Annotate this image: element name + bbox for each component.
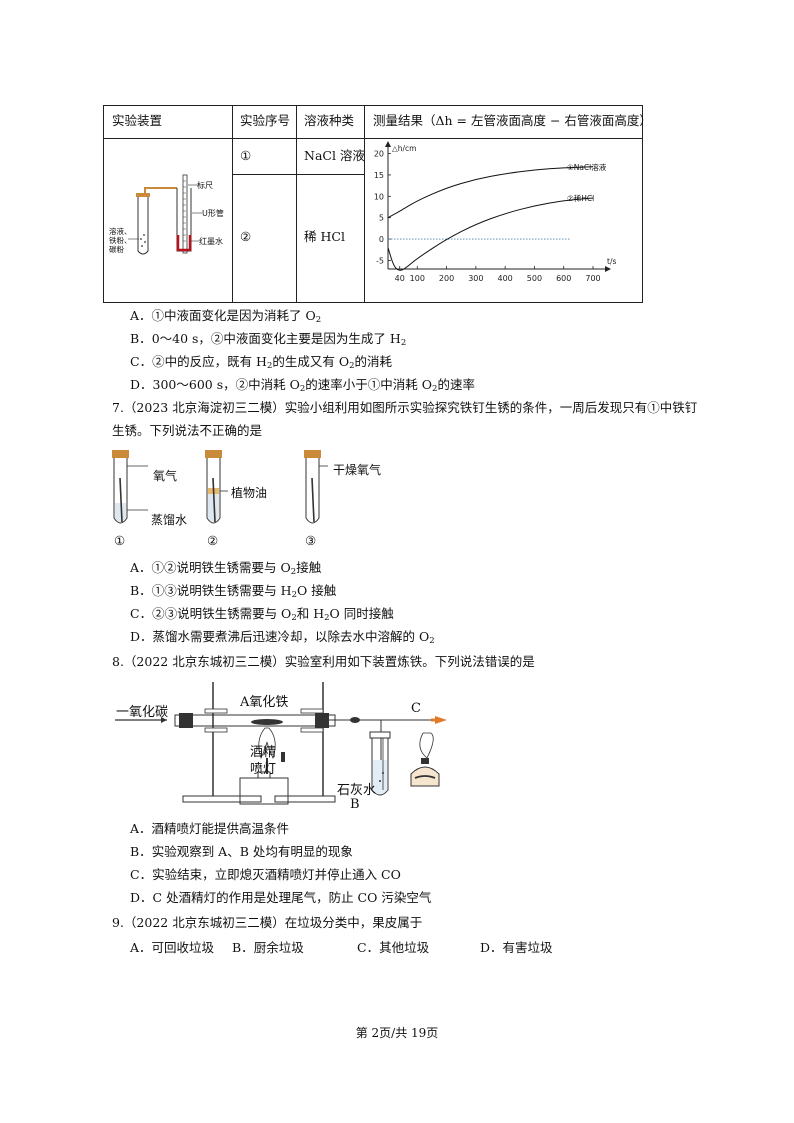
u-tube-apparatus-figure <box>128 174 202 255</box>
q6-option-b: B．0～40 s，②中液面变化主要是因为生成了 H2 <box>130 331 407 348</box>
q7-stem-line2: 生锈。下列说法不正确的是 <box>112 423 263 438</box>
y-axis-label: △h/cm <box>392 144 416 153</box>
ruler-label: 标尺 <box>197 181 213 190</box>
q8-option-c: C．实验结束，立即熄灭酒精喷灯并停止通入 CO <box>130 867 401 882</box>
q7-option-c: C．②③说明铁生锈需要与 O2和 H2O 同时接触 <box>130 606 394 623</box>
c-label: C <box>411 701 421 716</box>
x-axis-label: t/s <box>607 257 616 266</box>
q6-option-d: D．300～600 s，②中消耗 O2的速率小于①中消耗 O2的速率 <box>130 377 475 394</box>
y-axis-arrow <box>385 141 391 147</box>
q7-option-b: B．①③说明铁生锈需要与 H2O 接触 <box>130 583 337 600</box>
x-tick-label-1: 100 <box>410 274 425 283</box>
oxygen-label: 氧气 <box>153 469 178 483</box>
row2-solution: 稀 HCl <box>304 229 345 244</box>
x-tick-label-6: 600 <box>556 274 571 283</box>
lamp-label-2: 喷灯 <box>250 762 277 777</box>
tube-1-number: ① <box>114 533 126 548</box>
y-tick-label-0: -5 <box>376 256 384 265</box>
x-tick-label-4: 400 <box>498 274 513 283</box>
series-label-2: ②稀HCl <box>567 193 594 203</box>
nail-rust-test-tubes-figure <box>112 450 328 524</box>
x-tick-label-7: 700 <box>585 274 600 283</box>
iron-oxide-label: A氧化铁 <box>240 695 289 710</box>
row1-index: ① <box>240 148 252 163</box>
q7-option-d: D．蒸馏水需要煮沸后迅速冷却，以除去水中溶解的 O2 <box>130 629 435 646</box>
y-tick-label-1: 0 <box>379 235 384 244</box>
y-tick-label-3: 10 <box>374 192 384 201</box>
co-label: 一氧化碳 <box>116 705 169 720</box>
q9-option-a: A．可回收垃圾 <box>130 940 215 955</box>
lamp-label-1: 酒精 <box>250 745 277 760</box>
q8-option-d: D．C 处酒精灯的作用是处理尾气，防止 CO 污染空气 <box>130 890 432 905</box>
header-index: 实验序号 <box>240 113 291 128</box>
row2-index: ② <box>240 229 252 244</box>
powder-label: 溶液、 铁粉、 碳粉 <box>109 227 132 254</box>
y-tick-label-5: 20 <box>374 150 384 159</box>
tube-2-number: ② <box>207 533 219 548</box>
tube-3-number: ③ <box>305 533 317 548</box>
q8-stem: 8.（2022 北京东城初三二模）实验室利用如下装置炼铁。下列说法错误的是 <box>112 654 535 669</box>
q9-stem: 9.（2022 北京东城初三二模）在垃圾分类中，果皮属于 <box>112 915 423 930</box>
q7-stem-line1: 7.（2023 北京海淀初三二模）实验小组利用如图所示实验探究铁钉生锈的条件，一… <box>112 400 698 415</box>
dry-oxygen-label: 干燥氧气 <box>333 463 382 477</box>
q9-option-b: B．厨余垃圾 <box>232 940 304 955</box>
row1-solution: NaCl 溶液 <box>304 148 365 163</box>
limewater-label: 石灰水 <box>337 783 377 798</box>
series-line-2 <box>387 197 594 271</box>
y-tick-label-4: 15 <box>374 171 384 180</box>
red-ink-label: 红墨水 <box>199 237 223 246</box>
y-tick-label-2: 5 <box>379 214 384 223</box>
q7-option-a: A．①②说明铁生锈需要与 O2接触 <box>130 560 322 577</box>
series-line-1 <box>387 166 594 219</box>
x-tick-label-0: 40 <box>395 274 405 283</box>
x-tick-label-2: 200 <box>439 274 454 283</box>
q8-option-a: A．酒精喷灯能提供高温条件 <box>130 821 290 836</box>
header-result: 测量结果（Δh = 左管液面高度 − 右管液面高度） <box>373 113 652 128</box>
series-label-1: ①NaCl溶液 <box>567 162 607 172</box>
q6-option-a: A．①中液面变化是因为消耗了 O2 <box>130 308 322 325</box>
q9-option-d: D．有害垃圾 <box>480 940 553 955</box>
q8-option-b: B．实验观察到 A、B 处均有明显的现象 <box>130 844 353 859</box>
water-label: 蒸馏水 <box>151 513 188 527</box>
x-axis-arrow <box>605 266 611 272</box>
page-number: 第 2页/共 19页 <box>355 1026 439 1040</box>
experiment-table: 实验装置 实验序号 溶液种类 测量结果（Δh = 左管液面高度 − 右管液面高度… <box>103 105 652 303</box>
header-apparatus: 实验装置 <box>112 113 163 128</box>
header-solution: 溶液种类 <box>304 113 355 128</box>
x-tick-label-5: 500 <box>527 274 542 283</box>
delta-h-chart: -5 0 5 10 15 20 40 100 200 300 400 500 600 700 △h/cm t/… <box>374 141 616 283</box>
b-label: B <box>350 797 360 812</box>
q9-option-c: C．其他垃圾 <box>357 940 430 955</box>
x-tick-label-3: 300 <box>468 274 483 283</box>
oil-label: 植物油 <box>231 486 268 500</box>
q6-option-c: C．②中的反应，既有 H2的生成又有 O2的消耗 <box>130 354 393 371</box>
u-tube-label: U形管 <box>202 209 224 218</box>
iron-smelting-apparatus-figure <box>115 682 447 805</box>
